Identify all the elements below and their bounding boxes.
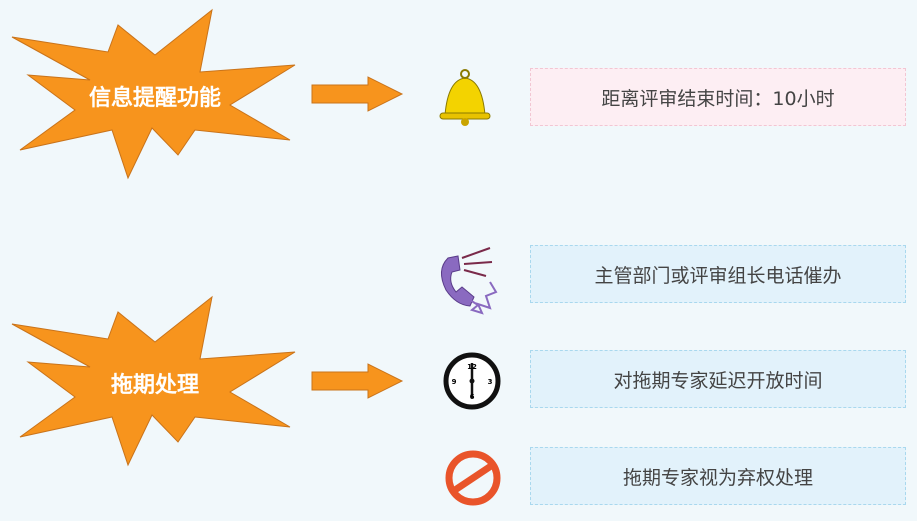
svg-text:3: 3 <box>488 378 493 386</box>
alarm-clock-icon: 12 6 9 3 <box>443 352 501 410</box>
phone-icon <box>441 247 498 315</box>
phone-urge-text-box: 主管部门或评审组长电话催办 <box>530 245 906 303</box>
svg-text:9: 9 <box>452 378 457 386</box>
delay-open-text-box: 对拖期专家延迟开放时间 <box>530 350 906 408</box>
starburst-overdue <box>11 295 296 467</box>
arrow-right-1 <box>311 76 404 112</box>
prohibited-icon <box>445 450 501 506</box>
section-title-overdue: 拖期处理 <box>110 373 199 398</box>
svg-text:12: 12 <box>467 363 477 371</box>
section-title-info-reminder: 信息提醒功能 <box>88 86 221 111</box>
starburst-info-reminder <box>11 8 296 180</box>
arrow-right-2 <box>311 363 404 399</box>
bell-icon <box>439 69 491 126</box>
reminder-text-box: 距离评审结束时间：10小时 <box>530 68 906 126</box>
svg-text:6: 6 <box>470 393 475 401</box>
abstain-text-box: 拖期专家视为弃权处理 <box>530 447 906 505</box>
